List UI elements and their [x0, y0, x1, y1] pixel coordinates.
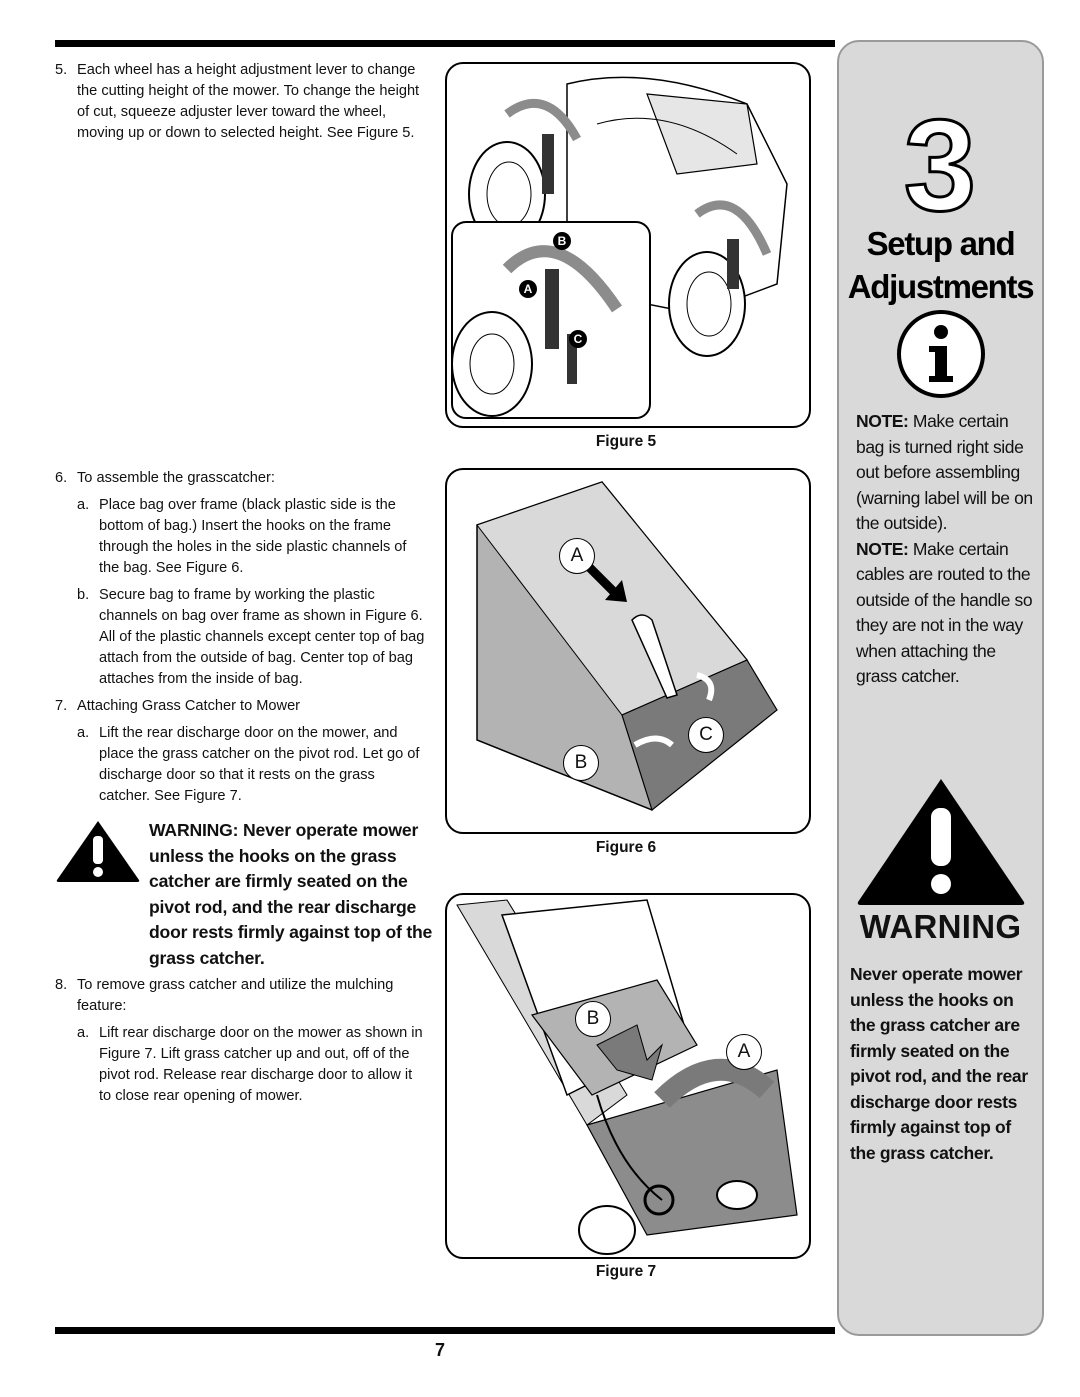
sidebar-panel: 3 Setup and Adjustments NOTE: Make certa…	[837, 40, 1044, 1336]
step-8a: a. Lift rear discharge door on the mower…	[77, 1025, 423, 1104]
figure-5-illustration: B A C	[445, 62, 811, 428]
figure-6-label-b: B	[563, 745, 599, 781]
instructions-column-bottom: 8. To remove grass catcher and utilize t…	[55, 975, 427, 1107]
figure-5-label-c: C	[569, 330, 587, 348]
note-1: NOTE: Make certain bag is turned right s…	[856, 411, 1033, 533]
figure-6-label-c: C	[688, 717, 724, 753]
step-6: 6. To assemble the grasscatcher:	[55, 470, 275, 486]
instructions-column-mid: 6. To assemble the grasscatcher: a. Plac…	[55, 468, 427, 807]
warning-title: WARNING	[859, 908, 1022, 945]
section-number: 3	[839, 91, 1042, 240]
section-title: Setup and Adjustments	[839, 222, 1042, 308]
figure-6-drawing	[476, 481, 778, 812]
page-number: 7	[434, 1340, 445, 1360]
step-5: 5. Each wheel has a height adjustment le…	[55, 62, 420, 141]
warning-text: Never operate mower unless the hooks on …	[850, 964, 1028, 1163]
figure-7-caption: Figure 7	[595, 1263, 657, 1280]
figure-6-illustration: A C B	[445, 468, 811, 834]
section-number-outline: 3	[902, 91, 977, 240]
step-8: 8. To remove grass catcher and utilize t…	[55, 977, 394, 1014]
svg-text:3: 3	[904, 100, 976, 220]
note-2: NOTE: Make certain cables are routed to …	[856, 538, 1033, 687]
figure-7-drawing	[456, 899, 798, 1255]
figure-5-caption: Figure 5	[595, 433, 657, 450]
step-7a: a. Lift the rear discharge door on the m…	[77, 725, 420, 804]
warning-triangle-icon	[56, 821, 140, 882]
section-title-line1: Setup and	[866, 225, 1016, 262]
instructions-column-top: 5. Each wheel has a height adjustment le…	[55, 60, 427, 144]
figure-5-label-a: A	[519, 280, 537, 298]
top-rule	[55, 40, 835, 47]
figure-6-caption: Figure 6	[595, 839, 657, 856]
step-6b: b. Secure bag to frame by working the pl…	[77, 587, 425, 687]
figure-7-label-a: A	[726, 1034, 762, 1070]
figure-5-label-b: B	[553, 232, 571, 250]
bottom-rule	[55, 1327, 835, 1334]
section-title-line2: Adjustments	[847, 268, 1035, 305]
info-icon	[897, 310, 985, 398]
figure-6-label-a: A	[559, 538, 595, 574]
figure-7-illustration: B A	[445, 893, 811, 1259]
warning-triangle-icon	[857, 779, 1025, 905]
inline-warning-text: WARNING: Never operate mower unless the …	[149, 820, 433, 968]
figure-5-drawing	[451, 76, 788, 419]
step-6a: a. Place bag over frame (black plastic s…	[77, 497, 407, 576]
figure-7-label-b: B	[575, 1001, 611, 1037]
step-7: 7. Attaching Grass Catcher to Mower	[55, 698, 301, 714]
sidebar-notes: NOTE: Make certain bag is turned right s…	[856, 409, 1036, 690]
